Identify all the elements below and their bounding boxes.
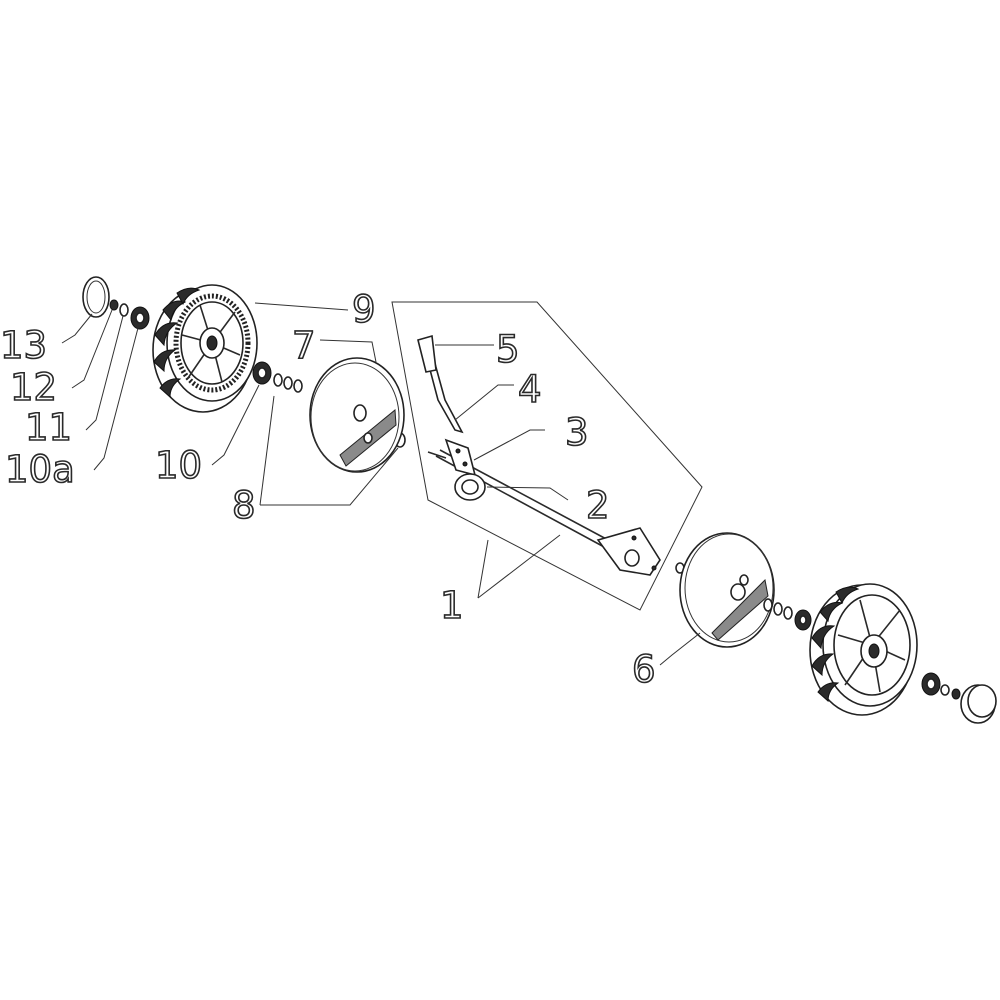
leader-lines xyxy=(61,302,701,666)
callout-8: 8 xyxy=(232,484,256,527)
callout-6: 6 xyxy=(632,648,656,691)
callout-10a: 10a xyxy=(5,448,75,491)
callout-11: 11 xyxy=(25,406,72,449)
callout-12: 12 xyxy=(10,366,57,409)
callout-5: 5 xyxy=(496,328,520,371)
rear-wheel-part-9 xyxy=(152,284,258,413)
hub-cap xyxy=(960,684,997,724)
callout-2: 2 xyxy=(586,484,610,527)
washer-part-11 xyxy=(119,303,129,317)
assembly-frame xyxy=(391,301,703,611)
front-wheel xyxy=(809,583,918,716)
snap-ring-part-13 xyxy=(82,276,110,318)
callout-9: 9 xyxy=(352,288,376,331)
callout-labels: 13 12 11 10a 9 10 7 8 5 4 3 2 1 6 xyxy=(0,287,656,692)
callout-10: 10 xyxy=(155,444,202,487)
washers-part-8-left xyxy=(273,373,303,393)
callout-7: 7 xyxy=(292,324,316,367)
callout-4: 4 xyxy=(518,368,542,411)
axle-assembly-part-1 xyxy=(417,334,661,576)
washer-part-12 xyxy=(109,299,119,311)
callout-13: 13 xyxy=(0,324,47,367)
bearing-part-10 xyxy=(252,361,272,385)
washer-right-outer xyxy=(940,684,961,700)
gear-cover-part-6 xyxy=(679,532,775,648)
callout-3: 3 xyxy=(565,411,589,454)
bearing-part-10a xyxy=(130,306,150,330)
bearing-right xyxy=(921,672,941,696)
washers-right-set xyxy=(763,598,812,631)
callout-1: 1 xyxy=(440,584,464,627)
gear-cover-part-7 xyxy=(309,357,405,473)
